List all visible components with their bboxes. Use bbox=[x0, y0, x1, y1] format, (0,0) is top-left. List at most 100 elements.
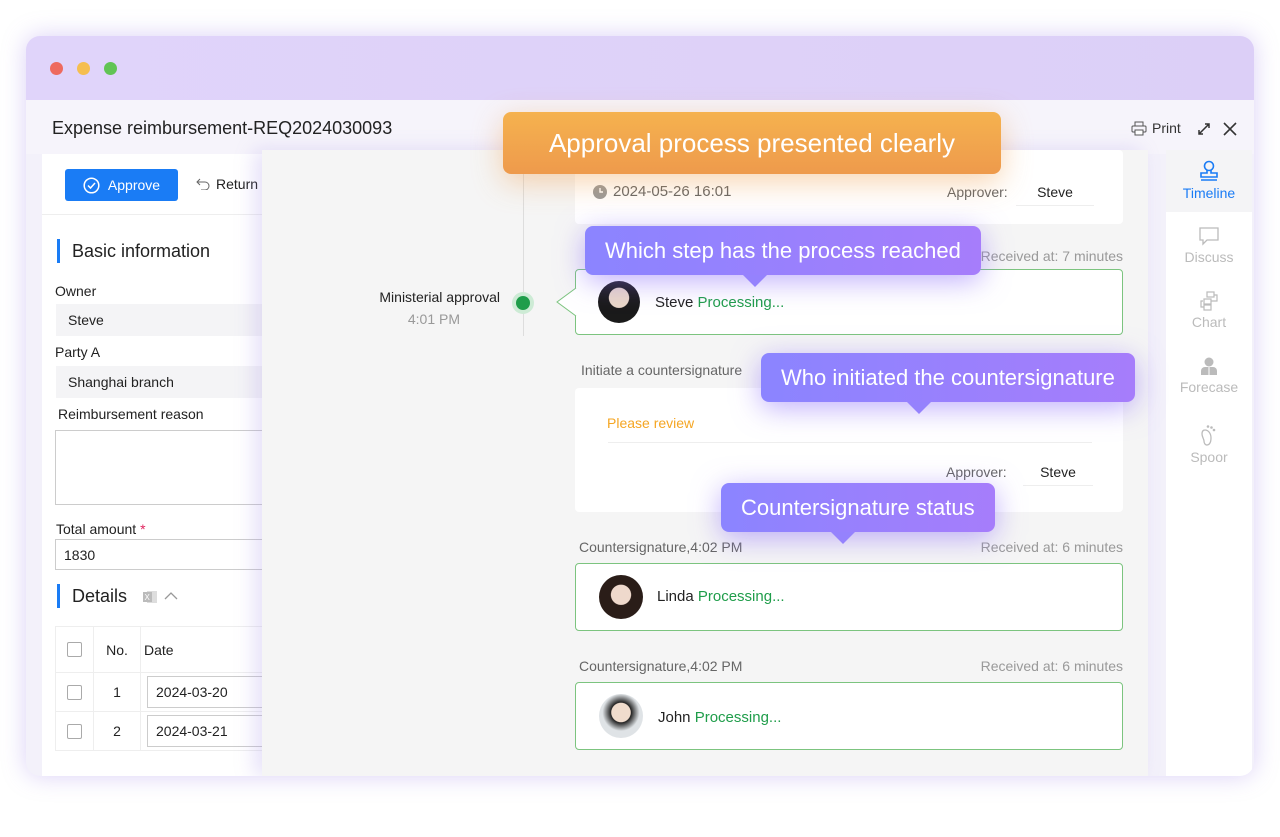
close-icon[interactable] bbox=[1223, 122, 1237, 136]
stamp-icon bbox=[1200, 160, 1218, 181]
return-button[interactable]: Return bbox=[196, 176, 258, 192]
callout-text: Which step has the process reached bbox=[605, 237, 961, 263]
approve-button[interactable]: Approve bbox=[65, 169, 178, 201]
callout-pointer bbox=[743, 275, 767, 287]
callout-approval-process: Approval process presented clearly bbox=[503, 112, 1001, 174]
initiate-title: Initiate a countersignature bbox=[581, 362, 743, 378]
countersign-title: Countersignature,4:02 PM bbox=[579, 658, 743, 674]
avatar bbox=[599, 575, 643, 619]
clock-icon bbox=[593, 184, 607, 199]
sidebar-label: Forecase bbox=[1179, 379, 1239, 395]
approve-label: Approve bbox=[107, 177, 161, 193]
approver-name: Steve bbox=[1023, 464, 1093, 486]
reason-textarea[interactable] bbox=[55, 430, 265, 505]
column-header-date: Date bbox=[140, 626, 265, 673]
card-pointer bbox=[556, 288, 577, 316]
return-label: Return bbox=[216, 176, 259, 192]
countersign-card bbox=[575, 682, 1123, 750]
step-time: 4:01 PM bbox=[407, 311, 460, 327]
print-button[interactable]: Print bbox=[1131, 120, 1181, 136]
svg-text:X: X bbox=[145, 593, 151, 602]
section-basic-info: Basic information bbox=[57, 239, 210, 263]
sidebar-item-timeline[interactable]: Timeline bbox=[1166, 150, 1252, 212]
callout-current-step: Which step has the process reached bbox=[585, 226, 981, 287]
step-person: Steve bbox=[655, 294, 694, 311]
comment-icon bbox=[1199, 227, 1219, 246]
row-checkbox[interactable] bbox=[67, 684, 82, 700]
sidebar-label: Timeline bbox=[1182, 185, 1236, 201]
total-label: Total amount bbox=[56, 521, 137, 537]
page-title: Expense reimbursement-REQ2024030093 bbox=[52, 118, 393, 138]
approver-label: Approver: bbox=[947, 184, 1008, 200]
party-a-label: Party A bbox=[55, 344, 101, 360]
approver-label: Approver: bbox=[946, 464, 1007, 480]
status-processing: Processing... bbox=[694, 709, 782, 726]
row-no: 2 bbox=[93, 711, 141, 751]
printer-icon bbox=[1131, 121, 1147, 135]
footprint-icon bbox=[1201, 425, 1216, 446]
countersign-received: Received at: 6 minutes bbox=[980, 658, 1123, 674]
callout-text: Countersignature status bbox=[741, 494, 975, 520]
right-sidebar bbox=[1166, 150, 1252, 776]
approval-datetime: 2024-05-26 16:01 bbox=[613, 183, 732, 200]
row-checkbox[interactable] bbox=[67, 723, 82, 739]
owner-label: Owner bbox=[55, 283, 97, 299]
current-step-card bbox=[575, 269, 1123, 335]
sidebar-label: Discuss bbox=[1184, 249, 1234, 265]
owner-field[interactable]: Steve bbox=[56, 304, 266, 336]
current-step-dot bbox=[512, 292, 534, 314]
date-input[interactable]: 2024-03-20 bbox=[147, 676, 264, 708]
callout-countersign-status: Countersignature status bbox=[721, 483, 995, 544]
excel-icon[interactable]: X bbox=[142, 589, 158, 605]
countersign-comment: Please review bbox=[607, 415, 695, 431]
step-name: Ministerial approval bbox=[379, 289, 500, 305]
title-bar bbox=[26, 36, 1254, 100]
callout-initiator: Who initiated the countersignature bbox=[761, 353, 1135, 414]
required-mark: * bbox=[140, 521, 146, 537]
avatar bbox=[599, 694, 643, 738]
person-icon bbox=[1201, 357, 1217, 375]
select-all-checkbox[interactable] bbox=[67, 642, 82, 657]
sidebar-item-forecase[interactable]: Forecase bbox=[1166, 356, 1252, 395]
avatar bbox=[598, 281, 640, 323]
row-no: 1 bbox=[93, 672, 141, 712]
sidebar-item-spoor[interactable]: Spoor bbox=[1166, 424, 1252, 465]
column-header-no: No. bbox=[93, 626, 141, 673]
step-received: Received at: 7 minutes bbox=[980, 248, 1123, 264]
sidebar-item-chart[interactable]: Chart bbox=[1166, 291, 1252, 330]
status-processing: Processing... bbox=[697, 294, 785, 311]
flowchart-icon bbox=[1200, 291, 1218, 311]
print-label: Print bbox=[1152, 120, 1181, 136]
reason-label: Reimbursement reason bbox=[58, 406, 204, 422]
check-circle-icon bbox=[83, 176, 100, 194]
expand-icon[interactable] bbox=[1197, 122, 1211, 136]
countersign-person: Linda bbox=[657, 588, 694, 605]
callout-pointer bbox=[831, 532, 855, 544]
close-window-button[interactable] bbox=[50, 62, 63, 75]
divider bbox=[42, 214, 262, 215]
countersign-card bbox=[575, 563, 1123, 631]
total-amount-input[interactable]: 1830 bbox=[55, 539, 265, 570]
sidebar-label: Chart bbox=[1191, 314, 1227, 330]
sidebar-label: Spoor bbox=[1190, 449, 1228, 465]
chevron-up-icon[interactable] bbox=[164, 591, 178, 601]
date-input[interactable]: 2024-03-21 bbox=[147, 715, 264, 747]
countersign-received: Received at: 6 minutes bbox=[980, 539, 1123, 555]
timeline-line bbox=[523, 150, 524, 336]
zoom-window-button[interactable] bbox=[104, 62, 117, 75]
callout-pointer bbox=[907, 402, 931, 414]
minimize-window-button[interactable] bbox=[77, 62, 90, 75]
countersign-person: John bbox=[658, 709, 691, 726]
status-processing: Processing... bbox=[697, 588, 785, 605]
section-details: Details bbox=[57, 584, 127, 608]
sidebar-item-discuss[interactable]: Discuss bbox=[1166, 226, 1252, 265]
approver-name: Steve bbox=[1016, 184, 1094, 206]
divider bbox=[608, 442, 1092, 443]
party-a-field[interactable]: Shanghai branch bbox=[56, 366, 266, 398]
callout-text: Who initiated the countersignature bbox=[781, 364, 1115, 390]
countersign-title: Countersignature,4:02 PM bbox=[579, 539, 743, 555]
undo-icon bbox=[196, 178, 210, 190]
